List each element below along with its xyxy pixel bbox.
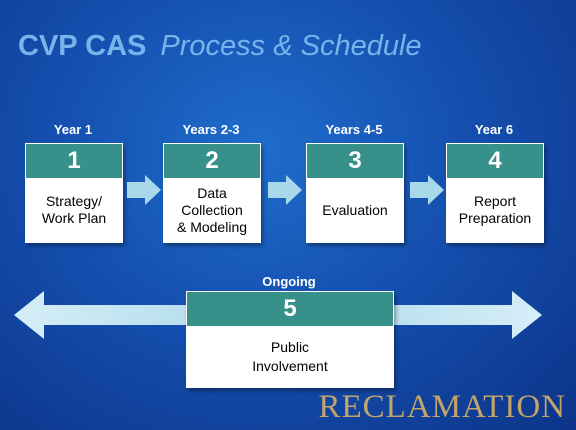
stage-3-label: Evaluation: [322, 201, 388, 218]
stage-1-box: 1 Strategy/ Work Plan: [25, 143, 123, 243]
arrow-right-icon: [268, 175, 302, 205]
stage-3-number: 3: [307, 144, 403, 178]
stage-2-number: 2: [164, 144, 260, 178]
slide-title: CVP CAS Process & Schedule: [18, 30, 422, 63]
stage-4-label: Report Preparation: [458, 193, 532, 226]
stage-4-box: 4 Report Preparation: [446, 143, 544, 243]
arrow-right-icon: [127, 175, 161, 205]
stage-1-number: 1: [26, 144, 122, 178]
title-main: CVP CAS: [18, 30, 147, 62]
stage-4-year: Year 6: [474, 122, 514, 137]
stage-1-label: Strategy/ Work Plan: [41, 193, 107, 226]
ongoing-label: Ongoing: [262, 274, 316, 289]
stage-5-number: 5: [187, 292, 393, 326]
stage-2-label: Data Collection & Modeling: [176, 184, 248, 235]
arrow-right-icon: [410, 175, 444, 205]
stage-5-box: 5 Public Involvement: [186, 291, 394, 388]
stage-3-year: Years 4-5: [325, 122, 383, 137]
title-subtitle: Process & Schedule: [160, 30, 422, 62]
stage-4-number: 4: [447, 144, 543, 178]
stage-5-label: Public Involvement: [252, 338, 328, 374]
reclamation-logo: RECLAMATION: [318, 389, 566, 425]
stage-2-box: 2 Data Collection & Modeling: [163, 143, 261, 243]
stage-1-year: Year 1: [53, 122, 93, 137]
stage-3-box: 3 Evaluation: [306, 143, 404, 243]
stage-2-year: Years 2-3: [182, 122, 240, 137]
